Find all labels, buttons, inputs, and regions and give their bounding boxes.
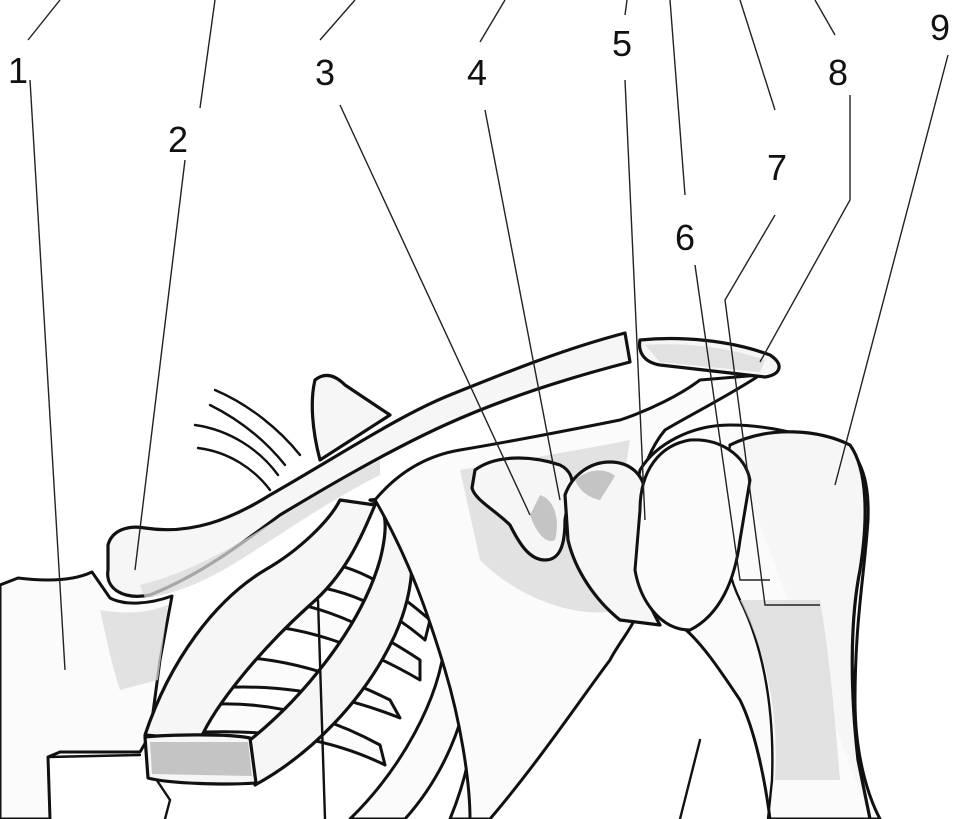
leader-8 [760, 95, 850, 362]
label-3: 3 [315, 52, 335, 93]
label-9: 9 [930, 7, 950, 48]
label-8: 8 [828, 52, 848, 93]
sternum [0, 572, 172, 819]
label-7: 7 [767, 147, 787, 188]
number-labels: 1 2 3 4 5 6 7 8 9 [8, 7, 950, 258]
label-2: 2 [168, 119, 188, 160]
leader-9 [835, 55, 948, 485]
leader-2 [135, 160, 185, 570]
neurovascular-bundle [195, 390, 300, 490]
label-6: 6 [675, 217, 695, 258]
label-1: 1 [8, 50, 28, 91]
label-5: 5 [612, 23, 632, 64]
label-4: 4 [467, 52, 487, 93]
